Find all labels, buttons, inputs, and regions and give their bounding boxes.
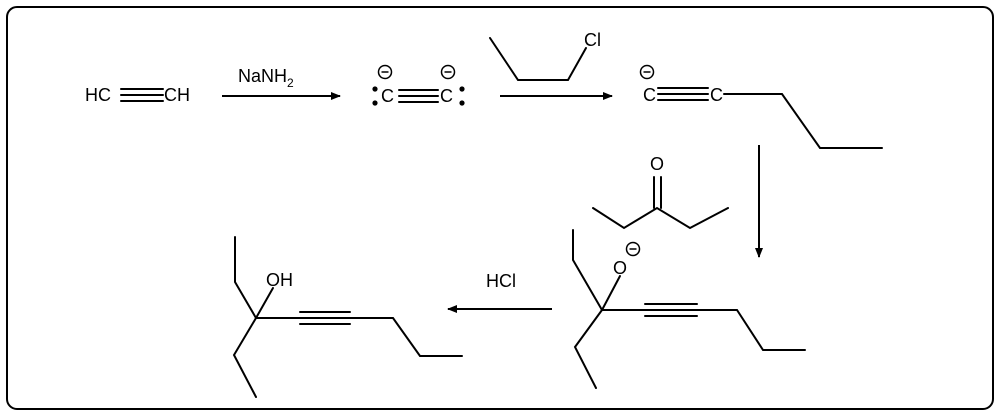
scheme-frame: [6, 6, 994, 410]
hexynyl-terminal-carbon: C: [643, 85, 656, 105]
acetylene-left-label: HC: [85, 85, 111, 105]
acetylide-dianion: C C: [372, 64, 465, 106]
chlorine-label: Cl: [584, 30, 601, 50]
chloropropane-reagent: Cl: [489, 30, 601, 81]
ketone-oxygen-label: O: [650, 154, 664, 174]
pentanone-reagent: O: [592, 154, 729, 230]
lone-pair-dot: [372, 86, 378, 92]
step4-reagent: HCl: [486, 271, 516, 291]
lone-pair-dot: [459, 86, 465, 92]
negative-charge-icon: [625, 241, 641, 257]
step4-arrow: HCl: [447, 271, 552, 313]
hexynyl-anion: C C: [639, 64, 883, 149]
step1-arrow: NaNH2: [222, 66, 341, 100]
acetylene-molecule: HC CH: [85, 85, 190, 105]
alkoxide-oxygen-label: O: [613, 258, 627, 278]
step1-reagent: NaNH2: [238, 66, 294, 90]
negative-charge-icon: [440, 64, 456, 80]
lone-pair-dot: [459, 100, 465, 106]
alcohol-product: OH: [232, 236, 463, 398]
negative-charge-icon: [639, 64, 655, 80]
lone-pair-dot: [372, 100, 378, 106]
acetylene-right-label: CH: [164, 85, 190, 105]
acetylide-right-carbon: C: [440, 86, 453, 106]
hexynyl-internal-carbon: C: [710, 85, 723, 105]
negative-charge-icon: [377, 64, 393, 80]
alkoxide-intermediate: O: [572, 229, 806, 389]
hydroxyl-label: OH: [266, 270, 293, 290]
acetylide-left-carbon: C: [381, 86, 394, 106]
